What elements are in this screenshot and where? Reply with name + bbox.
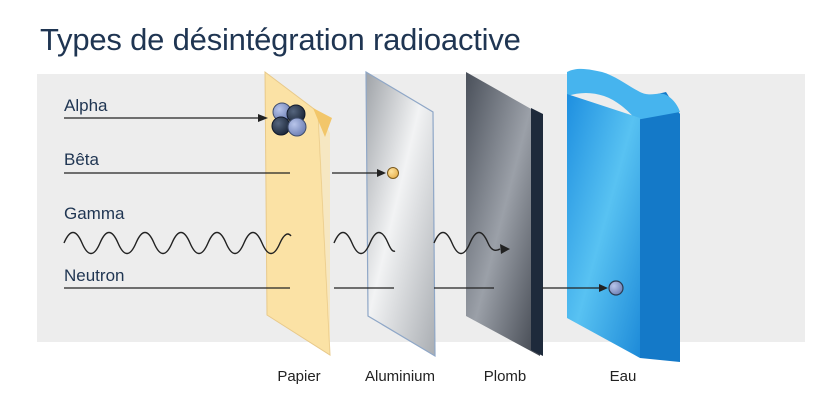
beta-particle [387, 167, 399, 179]
alpha-particle [271, 102, 307, 137]
paper-sheet [264, 70, 332, 356]
neutron-particle [608, 280, 624, 296]
shield-label-aluminium: Aluminium [365, 368, 435, 385]
shield-label-lead: Plomb [484, 368, 527, 385]
gamma-arrowhead [500, 244, 510, 254]
page-title: Types de désintégration radioactive [40, 22, 521, 57]
alpha-arrowhead [258, 114, 268, 122]
neutron-arrowhead [599, 284, 608, 292]
gamma-wave-1 [63, 231, 292, 255]
aluminium-sheet [365, 70, 436, 358]
gamma-wave-2 [333, 231, 396, 255]
radiation-label-gamma: Gamma [64, 204, 125, 223]
water-block [567, 68, 680, 362]
radiation-label-beta: Bêta [64, 150, 100, 169]
radiation-label-alpha: Alpha [64, 96, 108, 115]
shield-label-paper: Papier [277, 368, 320, 385]
gamma-wave-3 [433, 231, 501, 255]
beta-arrowhead [377, 169, 386, 177]
shield-label-water: Eau [610, 368, 637, 385]
lead-sheet [466, 72, 543, 356]
radiation-label-neutron: Neutron [64, 266, 124, 285]
